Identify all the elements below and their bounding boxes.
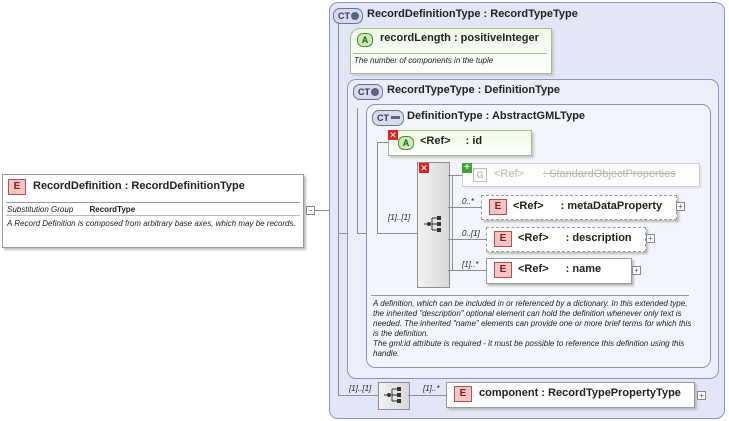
element-badge-icon: E [494,262,512,278]
definition-doc-divider [371,295,689,296]
definition-documentation: A definition, which can be included in o… [373,299,692,358]
connector-branch-2 [448,207,481,208]
sequence-icon [384,387,401,403]
description-occurrence: 0..[1] [462,229,480,238]
root-divider-2 [6,215,300,216]
root-element-name: RecordDefinition : RecordDefinitionType [33,180,245,192]
root-name-text: RecordDefinition [33,180,122,192]
attribute-badge-icon: A [357,33,373,47]
component-element[interactable] [446,382,695,408]
inner-sequence-compositor[interactable] [417,162,450,288]
outer-sequence-compositor[interactable] [378,382,410,410]
standard-object-properties-group[interactable] [462,163,700,187]
connector-branch-1 [448,175,462,176]
group-badge-icon: G [473,168,487,182]
name-ref: <Ref> [518,263,549,275]
metadata-name: : metaDataProperty [560,200,663,212]
name-label: <Ref> : name [518,263,601,275]
description-expand-toggle[interactable]: + [646,234,655,243]
id-name: : id [465,135,483,147]
connector-branch-v [452,175,453,270]
root-documentation: A Record Definition is composed from arb… [7,219,296,228]
connector-outer-v [338,22,339,396]
connector-mid-inner [357,108,358,234]
root-type-text: RecordDefinitionType [131,180,245,192]
connector-branch-4 [448,270,486,271]
standard-object-properties-label: <Ref> : StandardObjectProperties [494,168,676,180]
outer-type-title: RecordDefinitionType : RecordTypeType [367,8,578,20]
attribute-divider [353,53,547,54]
outer-sequence-occurrence: [1]..[1] [349,384,372,393]
group-name: : StandardObjectProperties [543,168,676,180]
name-expand-toggle[interactable]: + [632,266,641,275]
plus-icon: + [462,163,472,173]
element-badge-icon: E [494,231,512,247]
substitution-group-value: RecordType [89,205,136,214]
record-length-documentation: The number of components in the tuple [354,56,494,65]
group-ref: <Ref> [494,168,524,180]
id-attribute-label: <Ref> : id [420,135,482,147]
sequence-icon [424,216,441,232]
element-badge-icon: E [8,179,26,195]
root-element-box[interactable]: E RecordDefinition : RecordDefinitionTyp… [2,174,304,248]
mid-type-title: RecordTypeType : DefinitionType [387,84,560,96]
substitution-group-label: Substitution Group [7,205,74,214]
element-badge-icon: E [489,199,507,215]
substitution-group-row: Substitution Group RecordType [7,205,135,214]
connector-inner-seq-top [377,142,389,143]
metadata-expand-toggle[interactable]: + [676,202,685,211]
connector-root [315,210,329,211]
name-occurrence: [1]..* [462,260,479,269]
root-separator: : [124,180,129,192]
metadata-property-label: <Ref> : metaDataProperty [513,200,662,212]
inner-type-title: DefinitionType : AbstractGMLType [407,110,586,122]
complex-type-badge-icon: CT [333,8,363,24]
description-name: : description [565,232,632,244]
metadata-occurrence: 0..* [462,197,475,206]
prohibited-x-icon: ✕ [388,130,398,140]
connector-mid-inner-h [357,233,367,234]
root-collapse-toggle[interactable]: − [306,206,315,215]
record-length-attribute[interactable] [350,28,552,74]
connector-ct-mid [338,233,348,234]
id-ref: <Ref> [420,135,451,147]
description-element[interactable] [486,227,646,252]
component-occurrence: [1]..* [423,384,440,393]
connector-inner-seq [377,233,417,234]
name-name: : name [565,263,602,275]
record-length-title: recordLength : positiveInteger [380,32,539,44]
root-divider [6,202,300,203]
attribute-badge-icon: A [398,136,414,150]
component-expand-toggle[interactable]: + [697,391,706,400]
connector-component [408,395,446,396]
connector-inner-seq-v [377,142,378,234]
complex-type-badge-icon: CT [353,84,383,100]
component-label: component : RecordTypePropertyType [479,387,681,399]
connector-outer-seq [338,395,378,396]
metadata-property-element[interactable] [481,195,677,220]
prohibited-x-icon: ✕ [419,163,429,173]
complex-type-restricted-badge-icon: CT [372,110,404,126]
description-label: <Ref> : description [518,232,632,244]
description-ref: <Ref> [518,232,549,244]
element-badge-icon: E [454,386,472,402]
metadata-ref: <Ref> [513,200,544,212]
inner-sequence-occurrence: [1]..[1] [388,213,411,222]
connector-branch-3 [448,239,486,240]
